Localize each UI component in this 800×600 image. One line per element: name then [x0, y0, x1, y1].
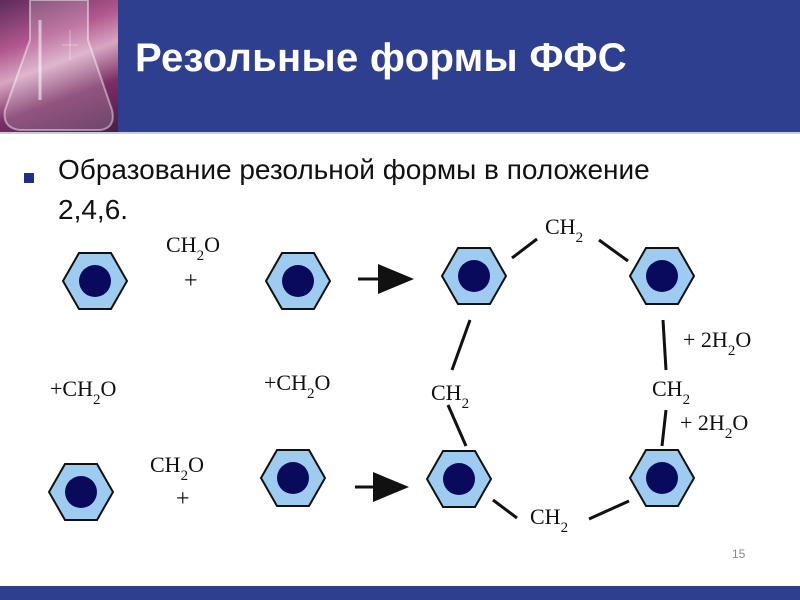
benzene-ring [261, 450, 325, 506]
methylene-bridge-label: CH2 [530, 504, 568, 536]
benzene-ring [427, 451, 491, 507]
footer-band [0, 586, 800, 600]
bond-line [599, 240, 628, 261]
benzene-ring [49, 464, 113, 520]
benzene-ring [442, 248, 506, 304]
reagent-plus-label: +CH2O [50, 376, 116, 408]
benzene-ring [266, 253, 330, 309]
plus-sign: + [176, 486, 190, 512]
bond-line [589, 501, 629, 519]
water-label: + 2H2O [683, 327, 751, 359]
benzene-ring [630, 248, 694, 304]
page-number: 15 [732, 547, 745, 561]
benzene-ring [630, 450, 694, 506]
bond-line [512, 239, 537, 258]
methylene-bridge-label: CH2 [652, 376, 690, 408]
plus-sign: + [184, 268, 198, 294]
reagent-plus-label: +CH2O [264, 370, 330, 402]
reagent-label: CH2O [150, 452, 204, 484]
methylene-bridge-label: CH2 [545, 214, 583, 246]
bond-line [493, 500, 517, 518]
bond-line [662, 410, 666, 446]
reagent-label: CH2O [166, 232, 220, 264]
bond-line [452, 320, 470, 370]
water-label: + 2H2O [680, 410, 748, 442]
benzene-ring [63, 253, 127, 309]
bond-line [663, 320, 666, 370]
